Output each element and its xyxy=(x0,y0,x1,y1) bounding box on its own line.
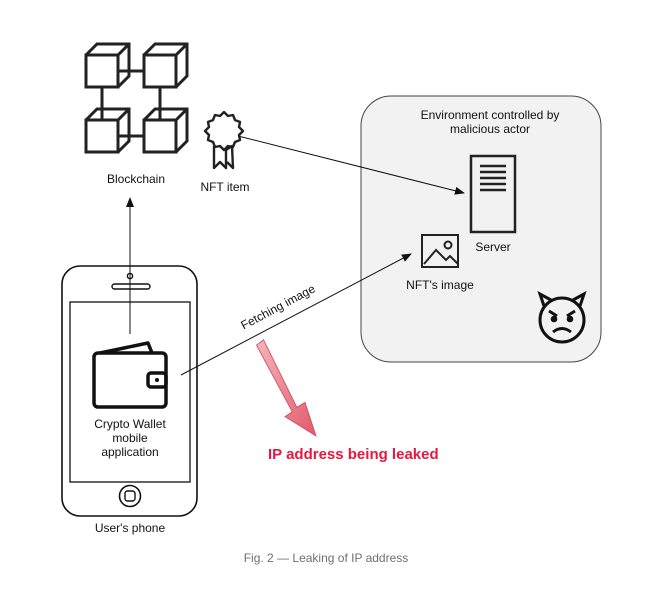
server-label: Server xyxy=(475,240,511,254)
environment-title-line1: Environment controlled by xyxy=(420,108,560,122)
ip-leak-arrow xyxy=(255,339,317,437)
environment-title-line2: malicious actor xyxy=(449,122,531,136)
server-icon xyxy=(469,154,517,234)
nft-image-label: NFT's image xyxy=(406,278,474,292)
wallet-label-line2: mobile xyxy=(112,431,148,445)
arrow-nft-to-server xyxy=(237,135,465,195)
devil-face-icon xyxy=(537,290,587,344)
arrow-fetching-image xyxy=(180,253,412,376)
image-icon xyxy=(421,234,459,268)
ribbon-badge-icon xyxy=(203,110,245,170)
blockchain-label: Blockchain xyxy=(106,172,166,186)
wallet-label-line3: application xyxy=(101,445,159,459)
phone-label: User's phone xyxy=(94,521,166,535)
wallet-icon xyxy=(92,341,168,409)
blockchain-icon xyxy=(84,42,189,154)
figure-caption: Fig. 2 — Leaking of IP address xyxy=(243,551,409,565)
ip-leak-label: IP address being leaked xyxy=(268,446,439,463)
wallet-label-line1: Crypto Wallet xyxy=(94,417,166,431)
nft-item-label: NFT item xyxy=(200,180,250,194)
